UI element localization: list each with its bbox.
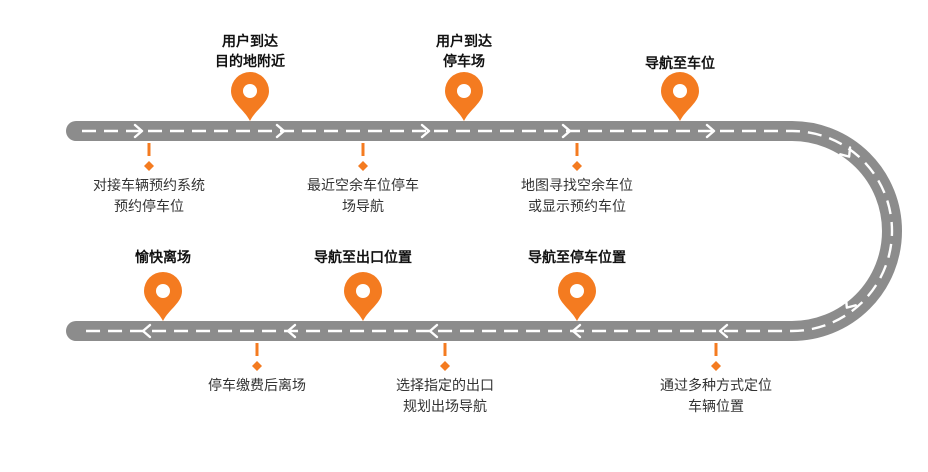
stage-description-line: 或显示预约车位 — [528, 199, 626, 215]
direction-chevron-icon — [561, 123, 572, 139]
direction-chevron-icon — [275, 123, 286, 139]
direction-chevron-icon — [705, 123, 716, 139]
stage-description: 选择指定的出口规划出场导航 — [396, 376, 494, 418]
map-pin-icon — [661, 72, 699, 121]
stage-description: 停车缴费后离场 — [208, 376, 306, 397]
diamond-connector-icon — [711, 343, 721, 371]
diamond-connector-icon — [252, 343, 262, 371]
map-pin-icon — [144, 271, 182, 321]
direction-chevron-icon — [420, 123, 431, 139]
map-pin-icon — [558, 272, 596, 321]
stage-title: 愉快离场 — [135, 248, 191, 268]
direction-chevron-icon — [839, 146, 852, 158]
stage-title-line: 导航至车位 — [645, 56, 715, 72]
stage-description-line: 地图寻找空余车位 — [521, 178, 633, 194]
stage-description-line: 车辆位置 — [688, 399, 744, 415]
diamond-connector-icon — [358, 143, 368, 171]
stage-title-line: 用户到达 — [436, 34, 492, 50]
direction-chevron-icon — [571, 323, 582, 339]
direction-chevron-icon — [718, 323, 729, 339]
diamond-connector-icon — [144, 143, 154, 171]
road-lane-dashes — [82, 129, 894, 333]
stage-title: 导航至车位 — [645, 54, 715, 74]
stage-title: 用户到达停车场 — [436, 32, 492, 72]
direction-chevron-icon — [844, 297, 857, 309]
stage-description: 对接车辆预约系统预约停车位 — [93, 176, 205, 218]
direction-chevron-icon — [141, 323, 152, 339]
stage-description-line: 通过多种方式定位 — [660, 378, 772, 394]
stage-description-line: 选择指定的出口 — [396, 378, 494, 394]
stage-title-line: 愉快离场 — [135, 250, 191, 266]
stage-title: 导航至停车位置 — [528, 248, 626, 268]
stage-title-line: 目的地附近 — [215, 54, 285, 70]
stage-description-line: 最近空余车位停车 — [307, 178, 419, 194]
stage-title: 用户到达目的地附近 — [215, 32, 285, 72]
direction-chevron-icon — [133, 123, 144, 139]
road-track — [66, 121, 902, 341]
map-pin-icon — [344, 272, 382, 321]
direction-chevron-icon — [428, 323, 439, 339]
diamond-connector-icon — [440, 343, 450, 371]
stage-description-line: 对接车辆预约系统 — [93, 178, 205, 194]
stage-title: 导航至出口位置 — [314, 248, 412, 268]
diamond-connector-icon — [572, 143, 582, 171]
stage-description: 通过多种方式定位车辆位置 — [660, 376, 772, 418]
stage-description-line: 场导航 — [342, 199, 384, 215]
stage-title-line: 用户到达 — [222, 34, 278, 50]
map-pin-icon — [231, 72, 269, 121]
direction-chevron-icon — [286, 323, 297, 339]
stage-description-line: 预约停车位 — [114, 199, 184, 215]
stage-description-line: 规划出场导航 — [403, 399, 487, 415]
stage-title-line: 导航至停车位置 — [528, 250, 626, 266]
stage-description-line: 停车缴费后离场 — [208, 378, 306, 394]
stage-description: 最近空余车位停车场导航 — [307, 176, 419, 218]
stage-description: 地图寻找空余车位或显示预约车位 — [521, 176, 633, 218]
stage-title-line: 导航至出口位置 — [314, 250, 412, 266]
stage-title-line: 停车场 — [443, 54, 485, 70]
map-pin-icon — [445, 72, 483, 121]
